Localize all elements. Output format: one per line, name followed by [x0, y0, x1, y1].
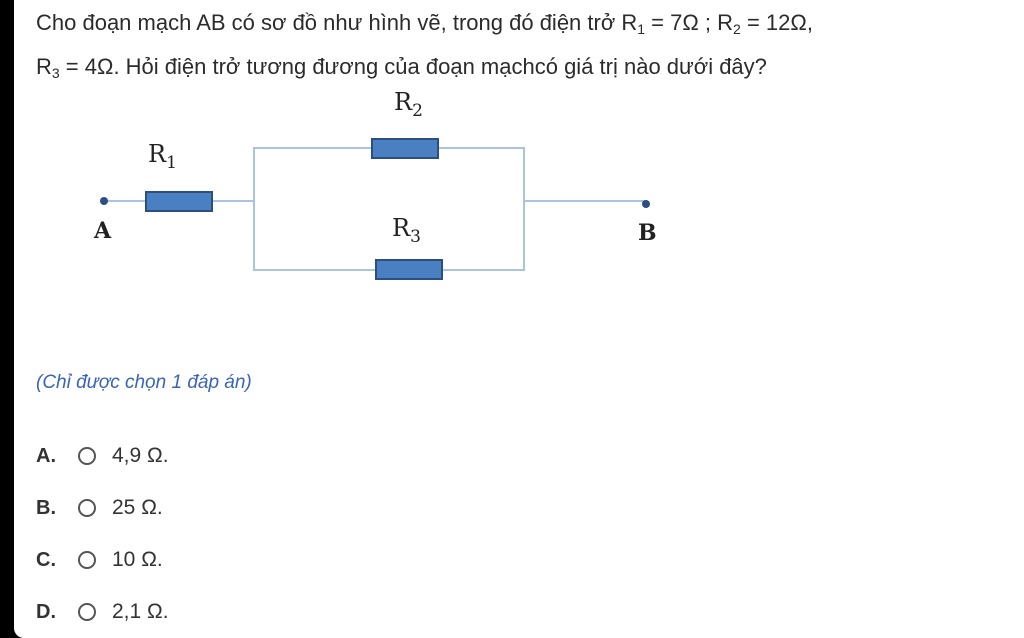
option-letter: D.	[36, 600, 56, 623]
terminal-a	[100, 197, 108, 205]
question-line2-start: R	[36, 54, 52, 79]
question-line1-mid: = 7Ω ; R	[645, 10, 734, 35]
circuit-diagram: R1 R2 R3 A B	[93, 88, 657, 280]
resistor-r2	[371, 138, 439, 159]
question-line1-end: = 12Ω,	[740, 10, 813, 35]
label-r1: R1	[148, 140, 177, 173]
option-d[interactable]: D. 2,1 Ω.	[36, 586, 169, 638]
label-node-a: A	[93, 218, 112, 244]
radio-button[interactable]	[78, 551, 96, 569]
radio-button[interactable]	[78, 447, 96, 465]
question-card: Cho đoạn mạch AB có sơ đồ như hình vẽ, t…	[14, 0, 1024, 638]
option-text: 2,1 Ω.	[112, 600, 169, 623]
single-choice-note: (Chỉ được chọn 1 đáp án)	[36, 372, 252, 393]
label-r2: R2	[394, 88, 423, 121]
question-text: Cho đoạn mạch AB có sơ đồ như hình vẽ, t…	[36, 4, 1021, 92]
r3-subscript: 3	[51, 65, 60, 81]
option-text: 25 Ω.	[112, 496, 163, 519]
radio-button[interactable]	[78, 499, 96, 517]
option-letter: B.	[36, 496, 56, 519]
radio-button[interactable]	[78, 603, 96, 621]
r2-subscript: 2	[733, 21, 741, 37]
answer-options: A. 4,9 Ω. B. 25 Ω. C. 10 Ω. D. 2,1 Ω.	[36, 430, 169, 638]
r1-subscript: 1	[637, 21, 646, 37]
question-line1-start: Cho đoạn mạch AB có sơ đồ như hình vẽ, t…	[36, 10, 638, 35]
option-letter: C.	[36, 548, 56, 571]
terminal-b	[642, 200, 650, 208]
option-a[interactable]: A. 4,9 Ω.	[36, 430, 169, 482]
label-node-b: B	[638, 220, 657, 246]
resistor-r1	[145, 191, 213, 212]
question-line2-end: = 4Ω. Hỏi điện trở tương đương của đoạn …	[59, 54, 767, 79]
option-c[interactable]: C. 10 Ω.	[36, 534, 169, 586]
option-text: 10 Ω.	[112, 548, 163, 571]
parallel-loop-wire	[253, 147, 525, 271]
resistor-r3	[375, 259, 443, 280]
label-r3: R3	[392, 214, 421, 247]
option-text: 4,9 Ω.	[112, 444, 169, 467]
option-b[interactable]: B. 25 Ω.	[36, 482, 169, 534]
option-letter: A.	[36, 444, 56, 467]
